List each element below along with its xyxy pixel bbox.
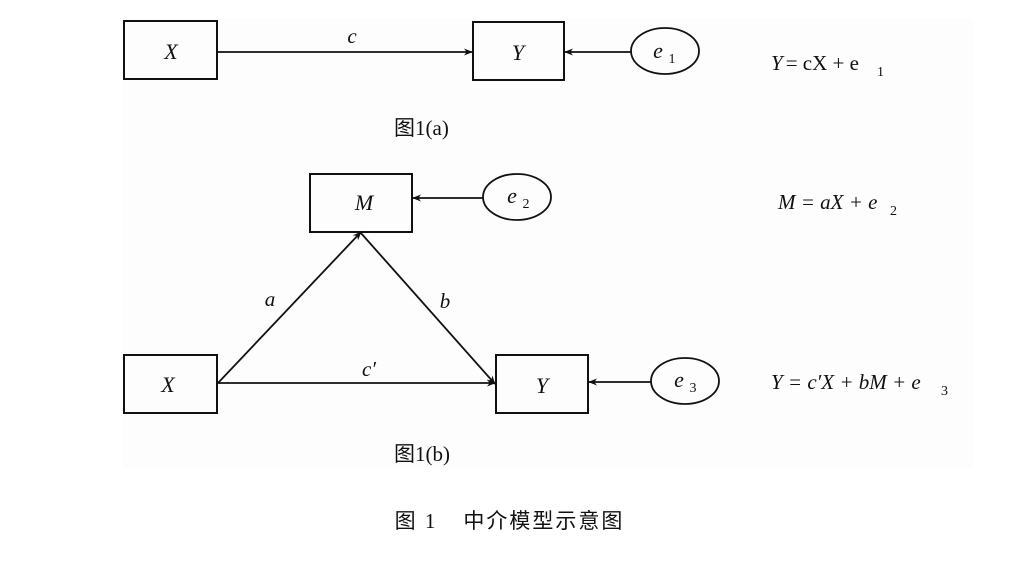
panel-b-label: 图1(b): [394, 442, 450, 466]
edge-a: [217, 231, 362, 384]
equation-m-subscript: 2: [890, 204, 897, 219]
node-x-a: [123, 20, 218, 80]
figure-caption: 图 1 中介模型示意图: [0, 505, 1019, 535]
figure-caption-title: 中介模型示意图: [463, 509, 625, 533]
equation-a-subscript: 1: [877, 65, 884, 80]
figure-panel-background: [123, 18, 973, 468]
node-e3: [650, 357, 720, 405]
node-e3-label: e: [674, 367, 684, 392]
equation-m: M = aX + e: [777, 190, 877, 214]
node-x-b-label: X: [160, 372, 176, 397]
node-x-a-label: X: [163, 39, 179, 64]
edge-b-label: b: [440, 289, 451, 313]
node-y-a-label: Y: [512, 40, 527, 65]
edge-c-label: c: [347, 24, 357, 48]
node-e2: [482, 173, 552, 221]
node-m-label: M: [354, 190, 375, 215]
node-y-b-label: Y: [536, 373, 551, 398]
equation-a: Y= cX + e: [771, 51, 859, 75]
node-e1: [630, 27, 700, 75]
node-e1-subscript: 1: [669, 52, 676, 67]
figure-caption-number: 图 1: [394, 509, 438, 533]
node-x-b: [123, 354, 218, 414]
panel-a: X Y c e 1 Y= cX + e 1: [123, 20, 884, 81]
panel-b: M e 2 X Y a b c′ e 3 M = aX + e 2 Y = c′…: [123, 173, 948, 414]
edge-a-label: a: [265, 287, 276, 311]
equation-y: Y = c′X + bM + e: [771, 370, 921, 394]
equation-y-subscript: 3: [941, 384, 948, 399]
node-e2-label: e: [507, 183, 517, 208]
node-e2-subscript: 2: [523, 197, 530, 212]
node-y-a: [472, 21, 565, 81]
node-e3-subscript: 3: [690, 381, 697, 396]
edge-c-prime-label: c′: [362, 357, 376, 381]
node-e1-label: e: [653, 38, 663, 63]
panel-a-label: 图1(a): [394, 116, 449, 140]
edge-b: [359, 231, 496, 385]
node-y-b: [495, 354, 589, 414]
